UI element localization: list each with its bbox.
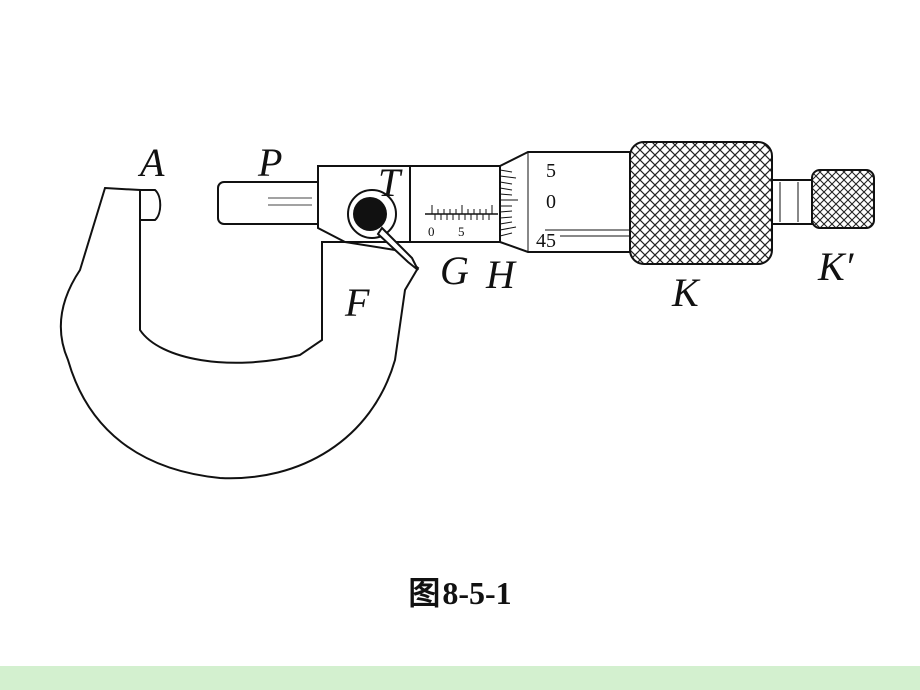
label-f: F — [344, 280, 370, 325]
footer-bar — [0, 666, 920, 690]
label-k-prime: K′ — [817, 244, 855, 289]
label-t: T — [378, 160, 403, 205]
label-k: K — [671, 270, 701, 315]
label-h: H — [485, 252, 517, 297]
caption-number: 8-5-1 — [442, 575, 512, 611]
knurled-knob — [629, 141, 773, 265]
thimble-scale-45: 45 — [536, 230, 556, 252]
figure-caption: 图8-5-1 — [0, 568, 920, 614]
sleeve-scale-0: 0 — [428, 224, 435, 239]
label-g: G — [440, 248, 469, 293]
thimble-scale-0: 0 — [546, 191, 556, 213]
micrometer-diagram: 0 5 5 0 45 — [59, 140, 875, 480]
spindle — [217, 181, 329, 225]
fixed-sleeve: 0 5 — [409, 165, 503, 243]
thimble: 5 0 45 — [499, 151, 631, 253]
caption-prefix: 图 — [408, 575, 441, 611]
label-p: P — [257, 140, 282, 185]
thimble-scale-5: 5 — [546, 160, 556, 182]
frame — [59, 186, 420, 480]
label-a: A — [137, 140, 165, 185]
anvil — [139, 189, 162, 221]
sleeve-scale-5: 5 — [458, 224, 465, 239]
lock-knob — [347, 189, 419, 271]
fine-adjust-knob — [771, 169, 875, 229]
